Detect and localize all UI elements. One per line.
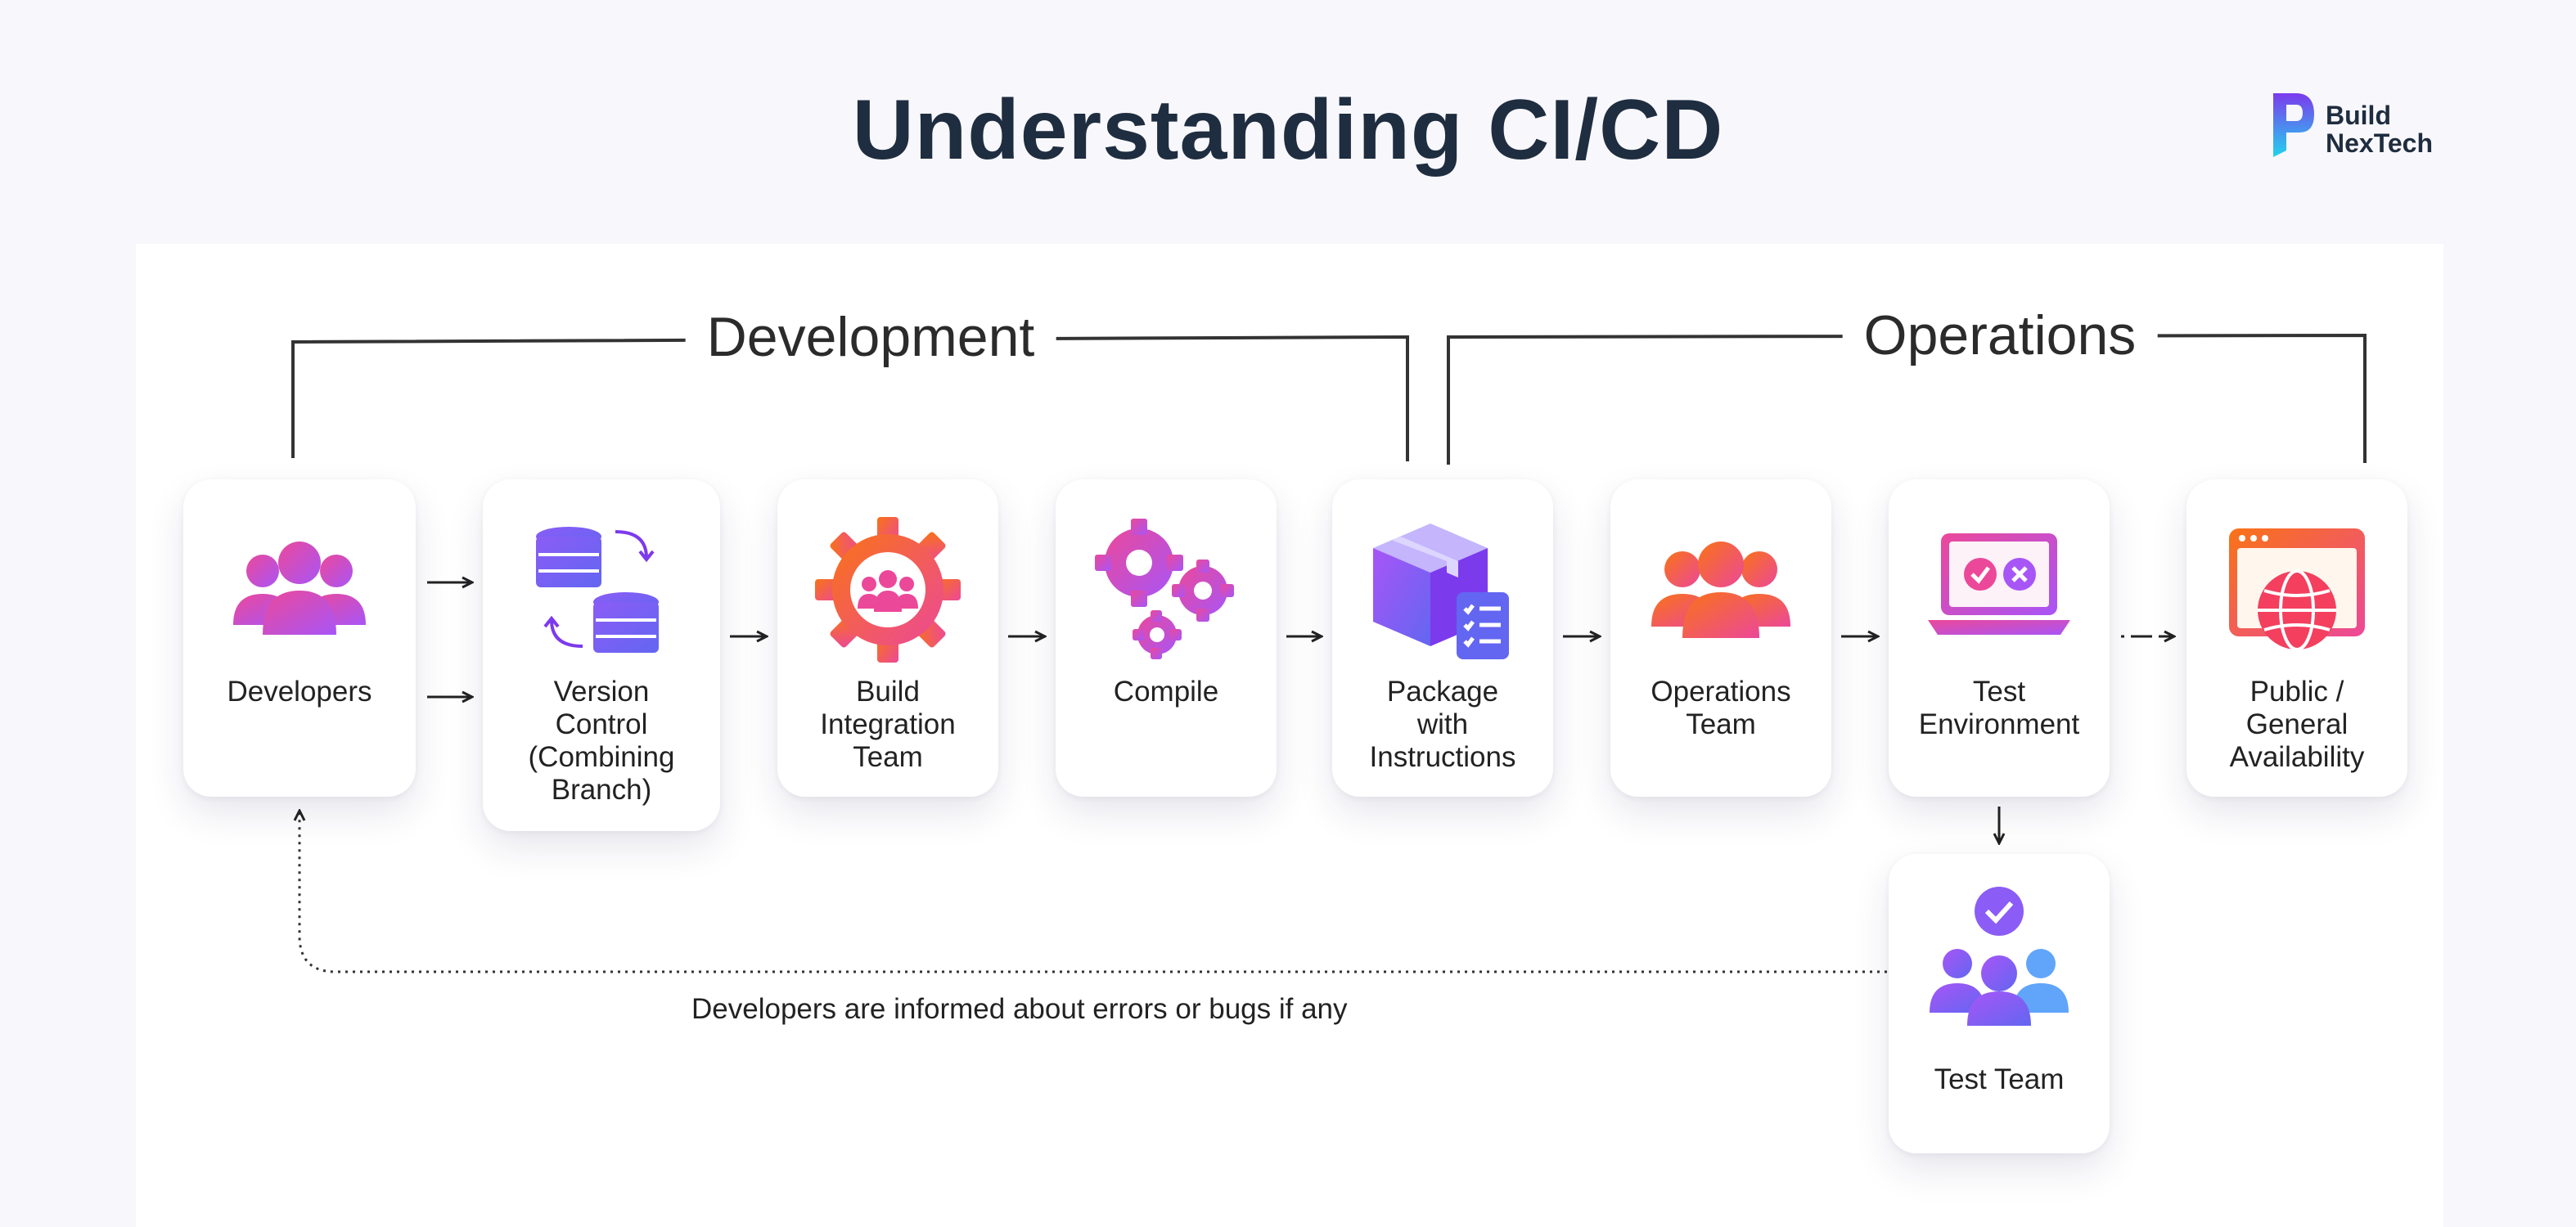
stage-card-developers: Developers [183, 479, 416, 797]
logo-line-2: NexTech [2326, 128, 2434, 158]
test-team-check-icon [1930, 887, 2069, 1026]
stage-card-public-availability: Public / General Availability [2186, 479, 2407, 797]
stage-card-test-team: Test Team [1889, 854, 2110, 1153]
stage-card-version-control: Version Control (Combining Branch) [483, 479, 720, 831]
logo-text: Build NexTech [2326, 101, 2433, 157]
stage-card-compile: Compile [1056, 479, 1277, 797]
stage-label-test-environment: Test Environment [1918, 676, 2080, 740]
developers-group-icon [233, 542, 366, 635]
package-box-icon [1373, 524, 1509, 659]
stage-label-test-team: Test Team [1934, 1063, 2065, 1095]
stage-card-test-environment: Test Environment [1889, 479, 2110, 797]
stage-label-build-integration: Build Integration Team [820, 676, 956, 773]
brand-logo: Build NexTech [2267, 85, 2463, 164]
stage-card-build-integration: Build Integration Team [777, 479, 998, 797]
phase-label-development: Development [685, 305, 1056, 369]
gears-icon [1095, 519, 1234, 659]
stage-label-package: Package with Instructions [1369, 676, 1516, 773]
stage-label-public-availability: Public / General Availability [2229, 676, 2365, 773]
laptop-check-icon [1928, 533, 2070, 635]
page-title: Understanding CI/CD [852, 83, 1724, 178]
operations-group-icon [1651, 542, 1790, 638]
database-sync-icon [536, 527, 659, 653]
gear-team-icon [815, 517, 961, 663]
stage-label-developers: Developers [227, 676, 372, 708]
feedback-loop-path [299, 811, 1887, 973]
stage-card-operations-team: Operations Team [1610, 479, 1831, 797]
feedback-note: Developers are informed about errors or … [691, 993, 1348, 1025]
logo-line-1: Build [2326, 101, 2391, 130]
logo-mark-icon [2273, 93, 2314, 157]
globe-browser-icon [2229, 528, 2365, 651]
stage-label-version-control: Version Control (Combining Branch) [528, 676, 675, 806]
stage-label-compile: Compile [1113, 676, 1219, 708]
stage-card-package: Package with Instructions [1332, 479, 1553, 797]
stage-label-operations-team: Operations Team [1651, 676, 1791, 740]
phase-label-operations: Operations [1842, 303, 2158, 367]
